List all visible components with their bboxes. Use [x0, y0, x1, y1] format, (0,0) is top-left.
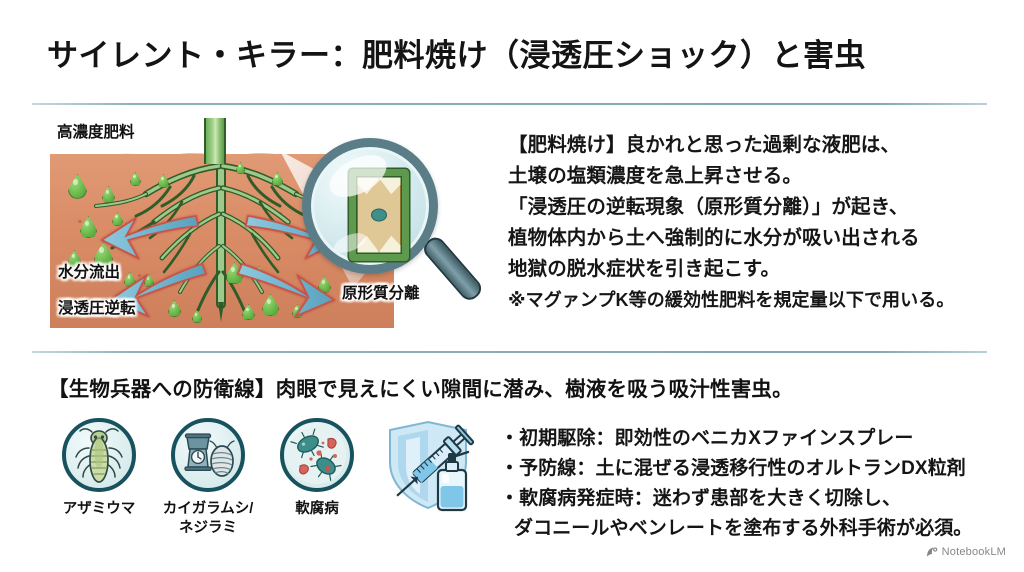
body-line-3: 「浸透圧の逆転現象（原形質分離）」が起き、 [508, 196, 909, 218]
bacteria-icon [280, 418, 354, 492]
bullet-soft-rot: ・軟腐病発症時：迷わず患部を大きく切除し、 [500, 488, 902, 509]
label-plasmolysis: 原形質分離 [342, 285, 420, 302]
pest-item-soft-rot: 軟腐病 [268, 418, 366, 519]
bacteria-glyph [288, 426, 346, 484]
pest-caption-scale-insect: カイガラムシ/ ネジラミ [162, 501, 254, 536]
magnifier-glass [302, 138, 486, 304]
pest-caption-thrips: アザミウマ [62, 501, 136, 517]
label-high-concentration-fertilizer: 高濃度肥料 [57, 124, 135, 141]
body-note: ※マグァンプK等の緩効性肥料を規定量以下で用いる。 [508, 290, 955, 310]
divider-middle [32, 351, 987, 353]
label-water-outflow: 水分流出 [58, 264, 121, 281]
bullet-initial-removal: ・初期駆除：即効性のベニカXファインスプレー [500, 428, 914, 449]
notebooklm-watermark: NotebookLM [926, 546, 1006, 558]
thrips-icon [62, 418, 136, 492]
soil-speck [106, 310, 110, 313]
pest-item-thrips: アザミウマ [50, 418, 148, 519]
thrips-glyph [75, 428, 123, 483]
root-system [94, 154, 346, 322]
pest-section-heading: 【生物兵器への防衛線】肉眼で見えにくい隙間に潜み、樹液を吸う吸汁性害虫。 [48, 378, 793, 401]
pesticide-treatment-glyph [389, 420, 475, 512]
soil-speck [78, 220, 82, 223]
divider-top [32, 103, 987, 105]
pest-icon-row: アザミウマ [50, 418, 366, 538]
plant-stem [204, 118, 226, 164]
fertilizer-burn-description: 【肥料焼け】良かれと思った過剰な液肥は、 土壌の塩類濃度を急上昇させる。 「浸透… [508, 130, 1008, 316]
notebooklm-logo-icon [926, 547, 937, 557]
body-line-5: 地獄の脱水症状を引き起こす。 [508, 258, 781, 280]
treatment-bullet-list: ・初期駆除：即効性のベニカXファインスプレー ・予防線：土に混ぜる浸透移行性のオ… [500, 424, 1020, 544]
magnifier-rim [302, 138, 438, 274]
bullet-soft-rot-continuation: ダコニールやベンレートを塗布する外科手術が必須。 [514, 518, 973, 539]
watermark-label: NotebookLM [941, 546, 1006, 558]
cell-nucleus [371, 208, 387, 222]
pest-caption-soft-rot: 軟腐病 [295, 501, 339, 517]
scale-and-mealybug-glyph [184, 433, 235, 477]
body-line-4: 植物体内から土へ強制的に水分が吸い出される [508, 227, 920, 249]
pest-item-scale-insect: カイガラムシ/ ネジラミ [159, 418, 257, 538]
scale-insect-icon [171, 418, 245, 492]
bullet-prevention: ・予防線：土に混ぜる浸透移行性のオルトランDX粒剤 [500, 458, 966, 479]
magnifier-handle [420, 233, 486, 304]
body-line-1: 【肥料焼け】良かれと思った過剰な液肥は、 [508, 134, 901, 156]
fertilizer-burn-illustration: 高濃度肥料 水分流出 浸透圧逆転 原形質分離 [44, 118, 486, 338]
soil-speck [138, 274, 141, 277]
shield-syringe-spray-icon [376, 416, 480, 516]
label-osmotic-reversal: 浸透圧逆転 [58, 300, 136, 317]
body-line-2: 土壌の塩類濃度を急上昇させる。 [508, 165, 803, 187]
page-title: サイレント・キラー：肥料焼け（浸透圧ショック）と害虫 [47, 38, 866, 73]
